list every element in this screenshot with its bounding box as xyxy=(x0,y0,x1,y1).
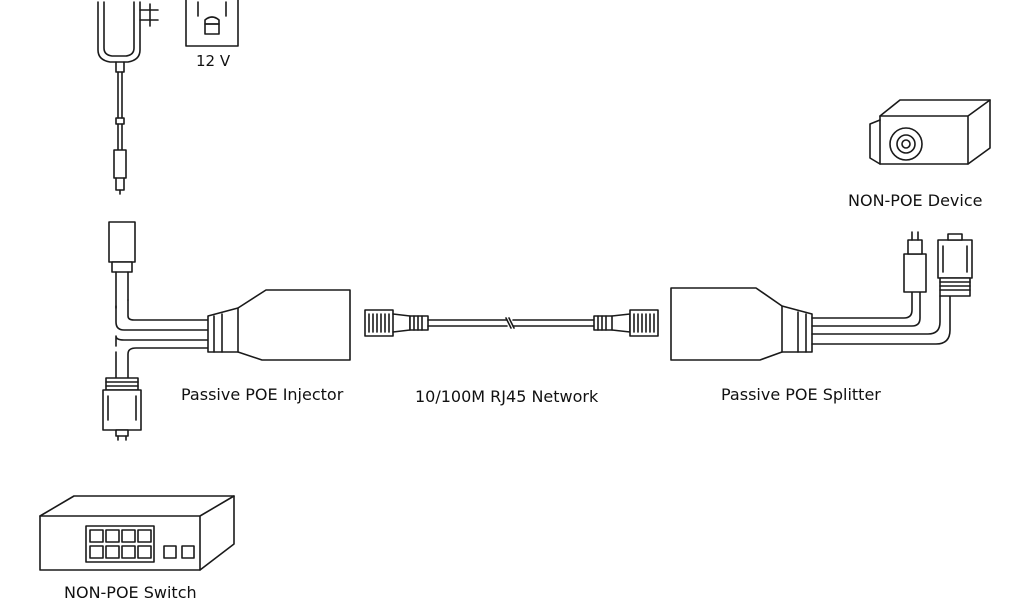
rj45-plug-icon xyxy=(937,233,973,297)
network-label: 10/100M RJ45 Network xyxy=(415,387,599,406)
dc-jack-icon xyxy=(108,221,136,309)
poe-splitter-icon xyxy=(670,287,813,361)
voltage-label: 12 V xyxy=(196,52,231,70)
poe-injector-icon xyxy=(207,289,351,361)
dc-plug-icon xyxy=(113,149,127,195)
ip-camera-icon xyxy=(869,99,991,165)
splitter-label: Passive POE Splitter xyxy=(721,385,881,404)
network-switch-icon xyxy=(39,495,235,571)
rj45-network-cable xyxy=(364,309,659,337)
power-adapter-icon xyxy=(97,1,159,151)
wall-outlet-icon xyxy=(185,0,239,47)
injector-cables xyxy=(115,299,211,379)
switch-label: NON-POE Switch xyxy=(64,583,197,602)
injector-label: Passive POE Injector xyxy=(181,385,344,404)
dc-plug-icon xyxy=(903,231,927,293)
splitter-cables xyxy=(811,291,951,345)
device-label: NON-POE Device xyxy=(848,191,983,210)
rj45-plug-icon xyxy=(102,377,142,441)
